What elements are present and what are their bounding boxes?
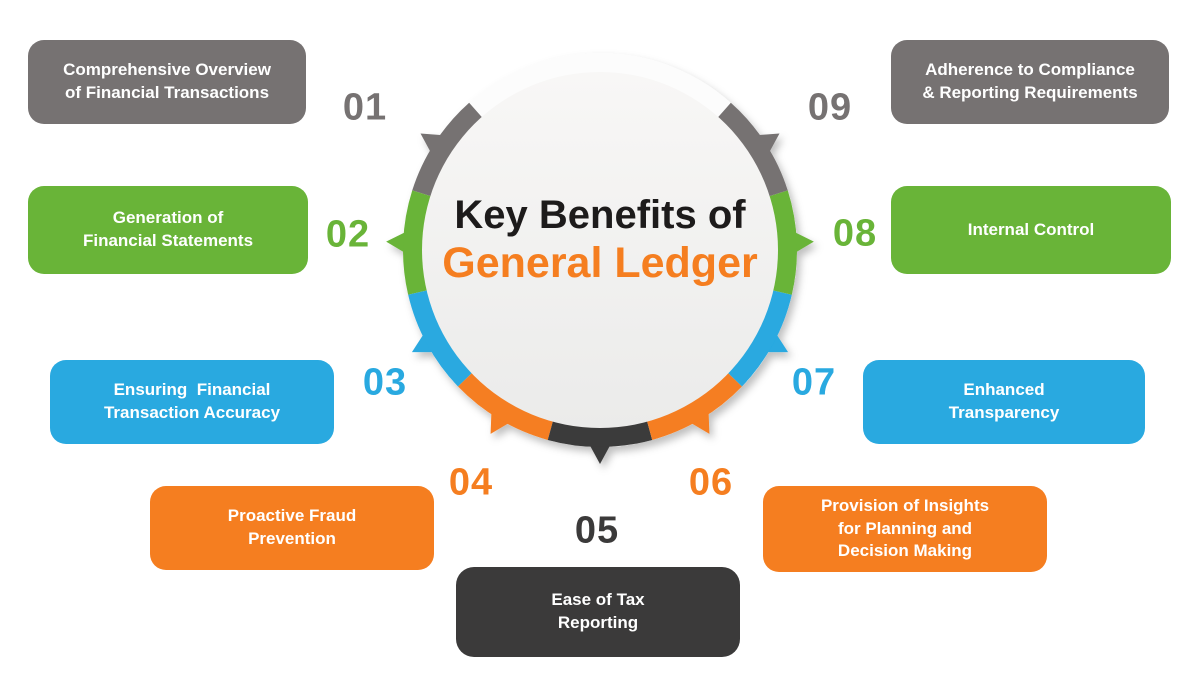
benefit-box-line: Ease of Tax <box>551 590 645 610</box>
benefit-box-04: Proactive Fraud Prevention <box>150 486 434 570</box>
benefit-box-line: Prevention <box>248 529 336 548</box>
benefit-box-line: Transaction Accuracy <box>103 403 281 422</box>
benefit-number-03: 03 <box>362 361 408 404</box>
benefit-box-line: Internal Control <box>967 219 1095 239</box>
benefit-number-07: 07 <box>791 361 837 404</box>
benefit-number-02: 02 <box>325 213 371 256</box>
benefit-box-line: Decision Making <box>837 541 973 561</box>
benefit-number-04: 04 <box>448 461 494 504</box>
ring-segment-06 <box>646 372 743 440</box>
ring-segment-08 <box>768 190 797 295</box>
diagram-title-line2: General Ledger <box>442 239 758 288</box>
benefit-box-line: Financial Statements <box>82 231 254 250</box>
ring-segment-01 <box>412 102 483 197</box>
benefit-number-01: 01 <box>342 86 388 129</box>
benefit-box-06: Provision of Insights for Planning and D… <box>763 486 1047 572</box>
benefit-box-line: Provision of Insights <box>820 495 990 515</box>
benefit-box-01: Comprehensive Overview of Financial Tran… <box>28 40 306 124</box>
benefit-box-line: of Financial Transactions <box>64 83 270 102</box>
ring-segment-04 <box>457 372 554 440</box>
benefit-box-line: & Reporting Requirements <box>922 83 1138 102</box>
benefit-box-07: Enhanced Transparency <box>863 360 1145 444</box>
benefit-box-line: Generation of <box>112 208 224 228</box>
benefit-box-line: Adherence to Compliance <box>925 60 1135 80</box>
ring-inner-disc <box>422 72 778 428</box>
ring-segment-07 <box>727 289 792 387</box>
ring-segment-03 <box>408 289 473 387</box>
benefit-box-line: Reporting <box>557 613 639 632</box>
benefit-number-06: 06 <box>688 461 734 504</box>
benefit-box-line: Proactive Fraud <box>227 506 357 526</box>
benefit-box-line: Enhanced <box>963 380 1045 400</box>
ring-segment-05 <box>547 420 653 447</box>
benefit-box-line: for Planning and <box>837 518 973 538</box>
benefit-box-line: Transparency <box>948 403 1060 422</box>
benefit-box-line: Ensuring Financial <box>113 380 271 400</box>
ring-group <box>386 53 814 464</box>
benefit-box-03: Ensuring Financial Transaction Accuracy <box>50 360 334 444</box>
benefit-number-05: 05 <box>574 509 620 552</box>
benefit-number-08: 08 <box>832 212 878 255</box>
benefit-number-09: 09 <box>807 86 853 129</box>
benefit-box-05: Ease of Tax Reporting <box>456 567 740 657</box>
benefit-box-08: Internal Control <box>891 186 1171 274</box>
diagram-title-line1: Key Benefits of <box>454 193 746 238</box>
benefit-box-line: Comprehensive Overview <box>63 60 271 80</box>
ring-segment-02 <box>403 190 432 295</box>
benefit-box-02: Generation of Financial Statements <box>28 186 308 274</box>
ring-segment-09 <box>717 102 788 197</box>
diagram-title: Key Benefits of General Ledger <box>442 192 757 290</box>
benefit-box-09: Adherence to Compliance & Reporting Requ… <box>891 40 1169 124</box>
